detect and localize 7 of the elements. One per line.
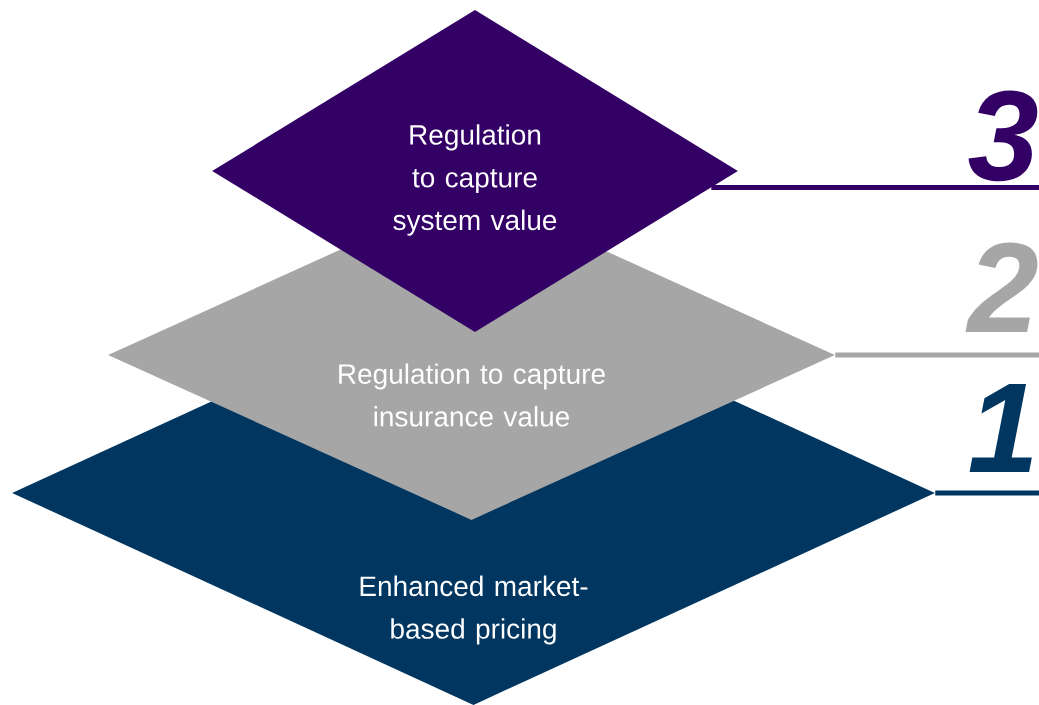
connector-line bbox=[835, 352, 1039, 358]
level-number: 1 bbox=[969, 383, 1032, 472]
level-number: 2 bbox=[965, 242, 1038, 332]
level-number: 3 bbox=[968, 90, 1038, 182]
pyramid-layer: Regulation to capture system value bbox=[212, 10, 738, 332]
connector-line bbox=[711, 185, 1039, 190]
connector-line bbox=[935, 490, 1039, 496]
